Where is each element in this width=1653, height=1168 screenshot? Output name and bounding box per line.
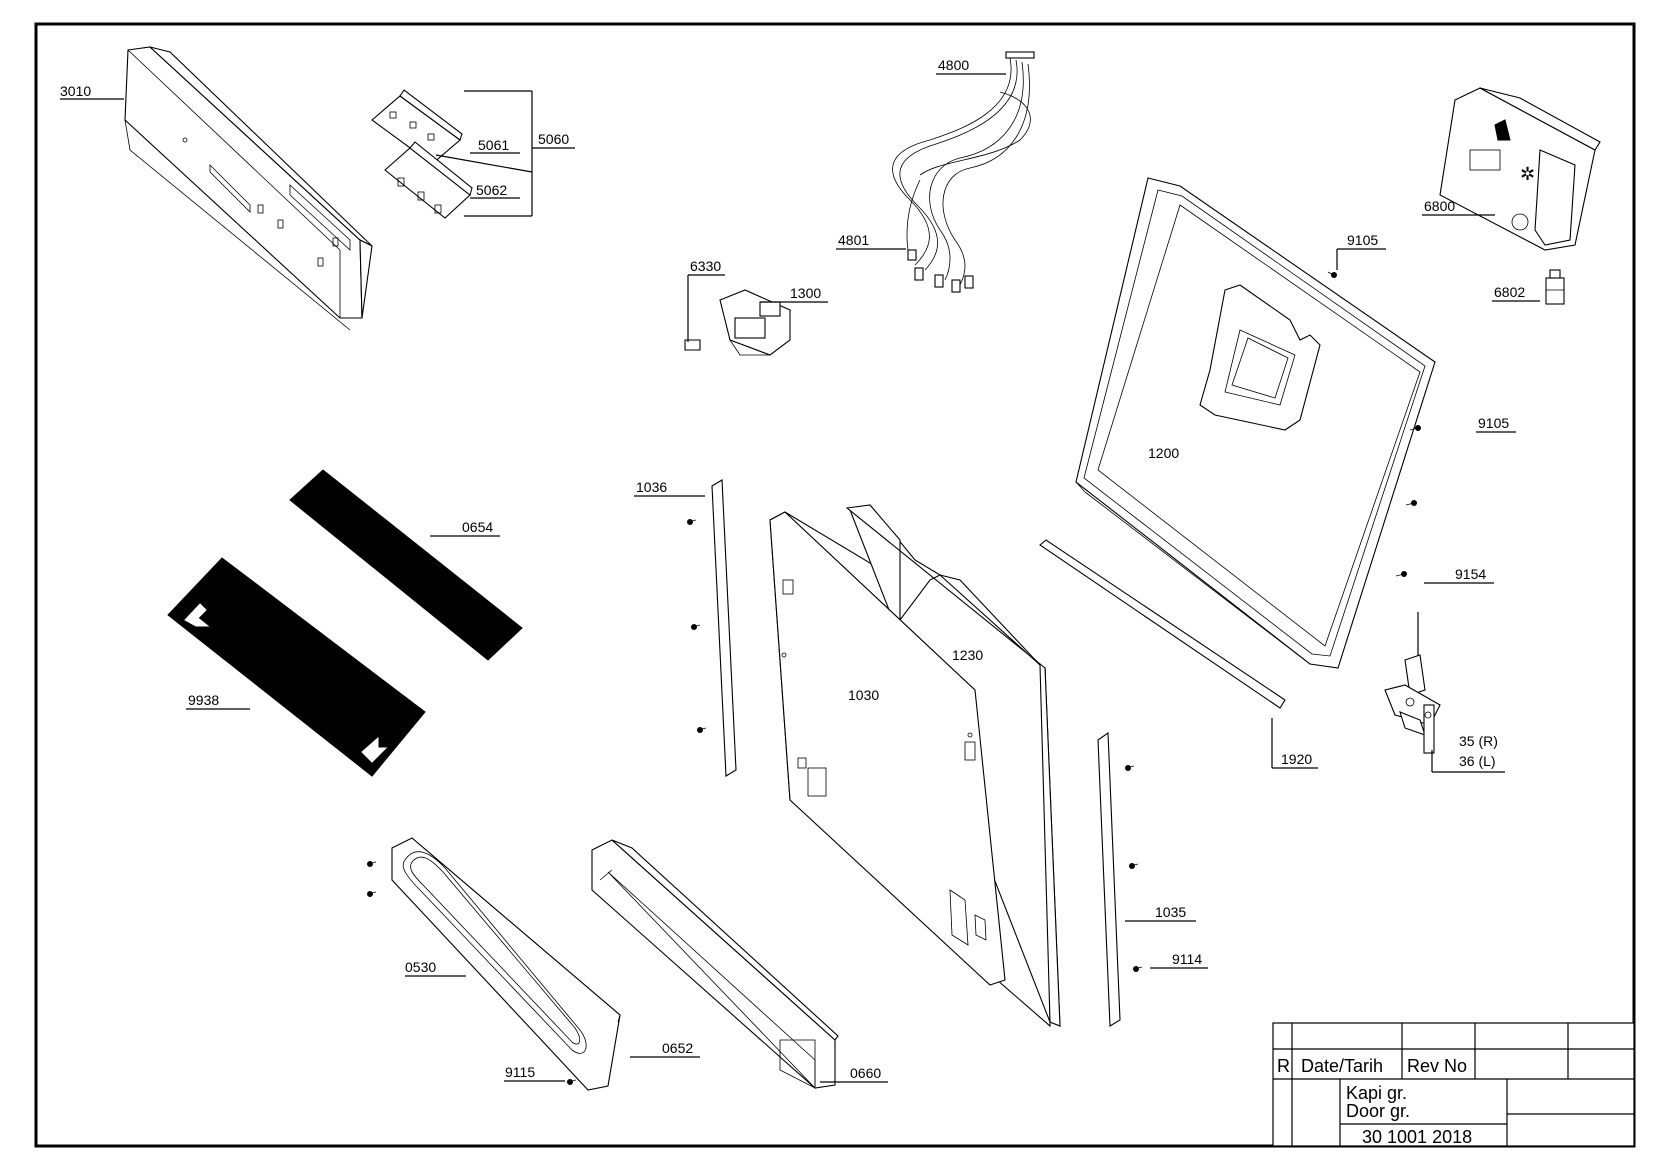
title-block-rev-header: Rev No xyxy=(1407,1056,1467,1076)
label-36l: 36 (L) xyxy=(1459,753,1496,769)
title-block xyxy=(1272,1022,1635,1147)
screw-9154[interactable] xyxy=(1395,571,1407,577)
part-9938-insulation-pad[interactable] xyxy=(167,557,426,777)
label-0660: 0660 xyxy=(850,1065,881,1081)
part-0530-handle-trim[interactable] xyxy=(391,837,621,1091)
label-1920: 1920 xyxy=(1281,751,1312,767)
screw-9114[interactable] xyxy=(1133,966,1143,972)
title-block-r: R xyxy=(1277,1056,1290,1076)
screw-side-mid[interactable] xyxy=(1405,500,1417,506)
screws-1035[interactable] xyxy=(1125,765,1139,869)
drawing-frame xyxy=(34,22,1636,1148)
part-35-36-door-hinge[interactable] xyxy=(1384,612,1441,754)
part-0660-insulation-block[interactable] xyxy=(591,839,839,1089)
label-5060: 5060 xyxy=(538,131,569,147)
label-9938: 9938 xyxy=(188,692,219,708)
label-9154: 9154 xyxy=(1455,566,1486,582)
label-1230: 1230 xyxy=(952,647,983,663)
label-9114: 9114 xyxy=(1172,951,1202,967)
screws-1036[interactable] xyxy=(687,519,707,733)
label-6802: 6802 xyxy=(1494,284,1525,300)
label-1035: 1035 xyxy=(1155,904,1186,920)
label-0654: 0654 xyxy=(462,519,493,535)
label-0652: 0652 xyxy=(662,1040,693,1056)
label-1200: 1200 xyxy=(1148,445,1179,461)
label-4801: 4801 xyxy=(838,232,869,248)
part-1920-seal-strip[interactable] xyxy=(1039,539,1286,709)
label-0530: 0530 xyxy=(405,959,436,975)
part-4800-cable-harness[interactable] xyxy=(892,51,1035,293)
screw-9105-side[interactable] xyxy=(1409,425,1421,431)
part-0654-insulation-pad[interactable] xyxy=(289,469,523,661)
label-1030: 1030 xyxy=(848,687,879,703)
part-6800-detergent-dispenser[interactable]: ✲ xyxy=(1439,87,1601,251)
label-5061: 5061 xyxy=(478,137,509,153)
title-block-date-header: Date/Tarih xyxy=(1301,1056,1383,1076)
part-1035-side-strip-right[interactable] xyxy=(1097,731,1121,1027)
part-1036-side-strip-left[interactable] xyxy=(711,479,737,777)
part-1200-inner-door[interactable] xyxy=(1075,177,1436,669)
label-6800: 6800 xyxy=(1424,198,1455,214)
screw-9105-top[interactable] xyxy=(1327,271,1337,278)
label-4800: 4800 xyxy=(938,57,969,73)
label-1300: 1300 xyxy=(790,285,821,301)
part-0652-plate[interactable] xyxy=(411,837,621,1023)
screws-0530[interactable] xyxy=(367,861,377,897)
title-block-name-en: Door gr. xyxy=(1346,1101,1410,1121)
part-5062-module[interactable] xyxy=(384,141,473,219)
part-6802-valve[interactable] xyxy=(1545,269,1565,305)
title-block-drawing-number: 30 1001 2018 xyxy=(1362,1127,1472,1147)
label-5062: 5062 xyxy=(476,182,507,198)
label-9105-top: 9105 xyxy=(1347,232,1378,248)
part-5061-module[interactable] xyxy=(371,89,463,165)
label-35r: 35 (R) xyxy=(1459,733,1498,749)
label-3010: 3010 xyxy=(60,83,91,99)
screw-9115[interactable] xyxy=(567,1079,577,1085)
part-3010-control-panel[interactable] xyxy=(124,46,373,331)
label-9115: 9115 xyxy=(505,1064,535,1080)
svg-text:✲: ✲ xyxy=(1520,164,1535,185)
label-9105-side: 9105 xyxy=(1478,415,1509,431)
part-1030-outer-door-panel[interactable] xyxy=(769,504,1061,1028)
label-6330: 6330 xyxy=(690,258,721,274)
title-block-name-tr: Kapi gr. xyxy=(1346,1083,1407,1103)
label-1036: 1036 xyxy=(636,479,667,495)
part-1300-door-lock[interactable] xyxy=(719,289,791,356)
part-6330-lock-plate[interactable] xyxy=(684,339,701,351)
